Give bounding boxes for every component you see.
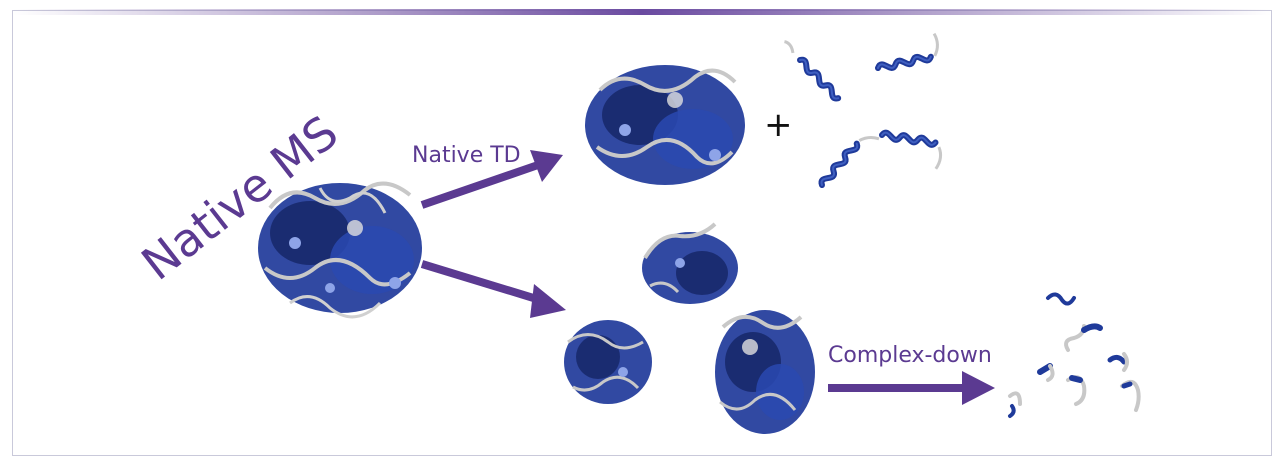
plus-sign: +	[764, 105, 793, 145]
subunit-arrow	[420, 260, 566, 318]
native-td-label: Native TD	[412, 143, 521, 168]
complex-down-label: Complex-down	[828, 343, 992, 368]
remaining-complex-icon	[585, 65, 745, 185]
helix-fragment-icon	[878, 132, 943, 170]
top-accent-bar	[12, 9, 1272, 15]
helix-fragment-icon	[873, 32, 939, 71]
subunit-complex-icon	[564, 320, 652, 404]
complex-down-arrow	[828, 371, 995, 405]
large-protein-complex-icon	[258, 181, 422, 319]
helix-fragment-icon	[784, 40, 841, 100]
subunit-complex-icon	[715, 310, 815, 434]
peptide-fragment-icon	[1008, 292, 1141, 418]
helix-fragment-icon	[820, 136, 880, 194]
native-td-arrow	[420, 150, 563, 209]
subunit-complex-icon	[642, 222, 738, 304]
